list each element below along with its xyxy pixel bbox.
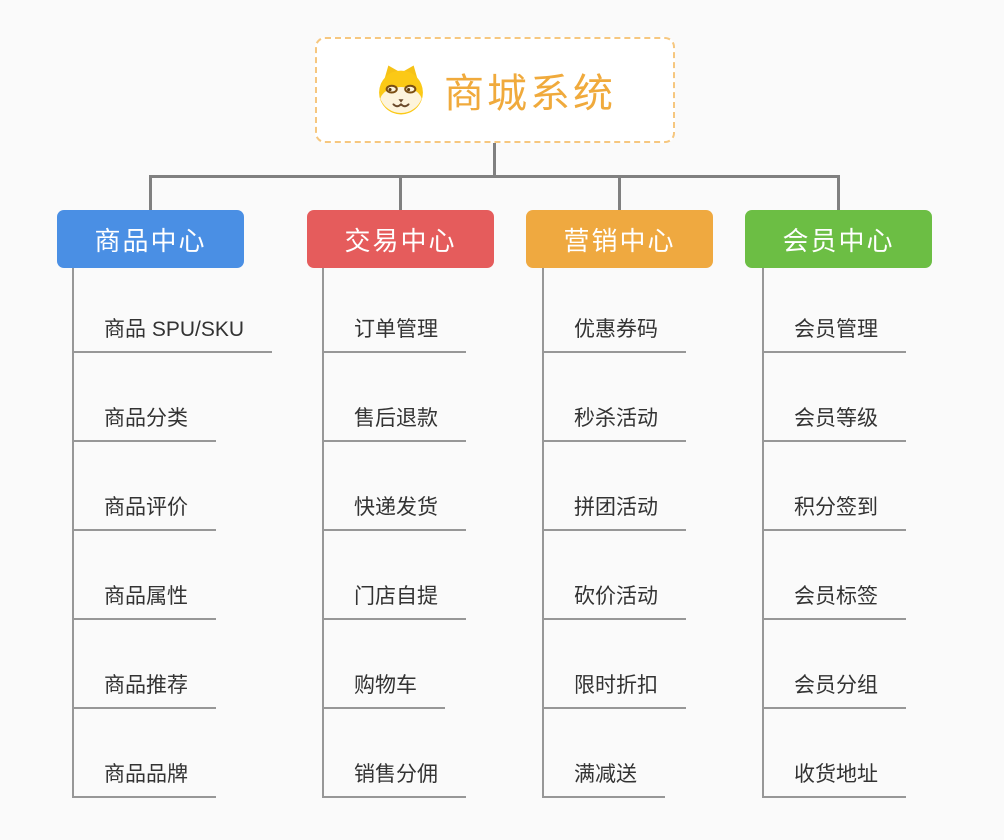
branch-products[interactable]: 商品中心	[57, 210, 244, 268]
topic-flash-sale[interactable]: 秒杀活动	[542, 402, 686, 442]
topic-product-category[interactable]: 商品分类	[72, 402, 216, 442]
topic-express-shipping[interactable]: 快递发货	[322, 491, 466, 531]
topic-aftersale-refund[interactable]: 售后退款	[322, 402, 466, 442]
topic-shopping-cart[interactable]: 购物车	[322, 669, 445, 709]
root-title: 商城系统	[444, 72, 616, 116]
topic-coupon-code[interactable]: 优惠券码	[542, 313, 686, 353]
branch-member-children: 会员管理 会员等级 积分签到 会员标签 会员分组 收货地址	[762, 268, 906, 798]
drop-line-products	[149, 175, 152, 212]
topic-sales-commission[interactable]: 销售分佣	[322, 758, 466, 798]
drop-line-trade	[399, 175, 402, 212]
branch-marketing[interactable]: 营销中心	[526, 210, 713, 268]
branch-trade-children: 订单管理 售后退款 快递发货 门店自提 购物车 销售分佣	[322, 268, 466, 798]
branch-bus-line	[149, 175, 840, 178]
topic-member-management[interactable]: 会员管理	[762, 313, 906, 353]
topic-points-checkin[interactable]: 积分签到	[762, 491, 906, 531]
topic-order-management[interactable]: 订单管理	[322, 313, 466, 353]
topic-member-level[interactable]: 会员等级	[762, 402, 906, 442]
topic-spend-and-save[interactable]: 满减送	[542, 758, 665, 798]
branch-products-children: 商品 SPU/SKU 商品分类 商品评价 商品属性 商品推荐 商品品牌	[72, 268, 273, 798]
topic-shipping-address[interactable]: 收货地址	[762, 758, 906, 798]
topic-group-buy[interactable]: 拼团活动	[542, 491, 686, 531]
topic-store-pickup[interactable]: 门店自提	[322, 580, 466, 620]
dog-face-icon	[379, 65, 423, 115]
topic-limited-time-discount[interactable]: 限时折扣	[542, 669, 686, 709]
branch-marketing-children: 优惠券码 秒杀活动 拼团活动 砍价活动 限时折扣 满减送	[542, 268, 686, 798]
topic-product-review[interactable]: 商品评价	[72, 491, 216, 531]
topic-member-tag[interactable]: 会员标签	[762, 580, 906, 620]
topic-product-brand[interactable]: 商品品牌	[72, 758, 216, 798]
drop-line-marketing	[618, 175, 621, 212]
topic-product-recommend[interactable]: 商品推荐	[72, 669, 216, 709]
topic-bargain-activity[interactable]: 砍价活动	[542, 580, 686, 620]
topic-product-spu-sku[interactable]: 商品 SPU/SKU	[72, 313, 273, 353]
root-stem-line	[493, 143, 496, 176]
topic-member-group[interactable]: 会员分组	[762, 669, 906, 709]
drop-line-member	[837, 175, 840, 212]
root-node[interactable]: 商城系统	[315, 37, 675, 143]
topic-product-attribute[interactable]: 商品属性	[72, 580, 216, 620]
branch-trade[interactable]: 交易中心	[307, 210, 494, 268]
branch-member[interactable]: 会员中心	[745, 210, 932, 268]
